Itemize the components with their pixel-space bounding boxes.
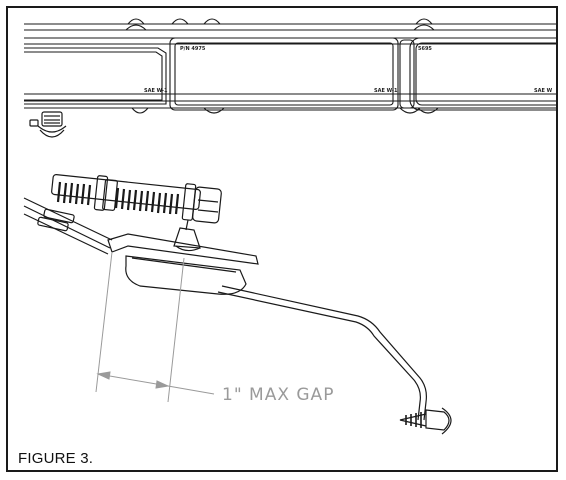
bracket-plate <box>107 233 259 265</box>
bracket-arm <box>217 291 421 421</box>
bolt-nut <box>102 179 118 211</box>
rail-cap <box>203 18 221 25</box>
rail-segment-left-inner <box>24 51 163 101</box>
rail-label: P/N 4975 <box>180 46 206 52</box>
bolt-head-detail <box>197 199 219 203</box>
rail-segment-middle <box>169 37 399 111</box>
extension-line-left <box>95 251 113 393</box>
screw-tip <box>399 413 427 427</box>
standoff-post-base <box>175 245 201 252</box>
dimension-arrow-right <box>155 380 170 389</box>
rail-cap <box>415 18 433 25</box>
angled-edge <box>23 213 109 255</box>
rail-segment-right-inner <box>415 42 556 106</box>
rail-cap <box>131 107 149 114</box>
standoff-post-stem <box>185 219 189 231</box>
screw-head-dome <box>441 407 452 435</box>
rail-segment-middle-inner <box>174 42 394 106</box>
rail-label: SAE W-1 <box>144 88 168 94</box>
bolt-thread-lines <box>56 181 180 215</box>
rubber-pad-detail <box>131 257 237 273</box>
bolt-head <box>192 186 222 224</box>
rail-cap <box>417 107 439 114</box>
rail-cap <box>413 24 435 31</box>
rail-fastener <box>29 111 67 138</box>
figure-caption: FIGURE 3. <box>18 450 94 467</box>
rail-label: SAE W <box>534 88 553 94</box>
washer <box>43 208 75 224</box>
extension-line-right <box>167 257 185 403</box>
leader-line <box>167 385 215 395</box>
bracket-assembly <box>23 174 427 421</box>
rail-cap <box>171 18 189 25</box>
max-gap-label: 1" MAX GAP <box>222 385 334 405</box>
dimension-arrow-left <box>96 371 111 380</box>
figure-frame: SAE W-1 SAE W-1 SAE W P/N 4975 5695 <box>6 6 558 472</box>
washer <box>37 216 69 232</box>
bolt-head-detail <box>197 209 219 213</box>
rail-cap <box>127 18 145 25</box>
angled-edge <box>23 205 111 249</box>
rail-cap <box>125 24 147 31</box>
screw-thread <box>405 412 422 428</box>
rail-label: 5695 <box>418 46 432 52</box>
bolt-washer <box>93 175 109 211</box>
screw-head <box>425 409 450 431</box>
angled-edge <box>23 197 113 241</box>
rail-cap <box>203 107 225 114</box>
wood-screw <box>399 407 452 435</box>
standoff-post <box>173 227 201 249</box>
rail-segment-left <box>24 47 167 105</box>
rail-joint <box>399 39 415 109</box>
bracket-arm-inner <box>221 285 427 421</box>
rubber-pad <box>125 255 247 295</box>
gap-dimension <box>95 251 215 403</box>
rail-label: SAE W-1 <box>374 88 398 94</box>
rail-cap <box>399 107 421 114</box>
top-rail-assembly <box>24 18 556 114</box>
technical-drawing: SAE W-1 SAE W-1 SAE W P/N 4975 5695 <box>23 18 556 435</box>
rail-segment-right <box>409 37 556 111</box>
bolt-thread <box>51 174 201 210</box>
